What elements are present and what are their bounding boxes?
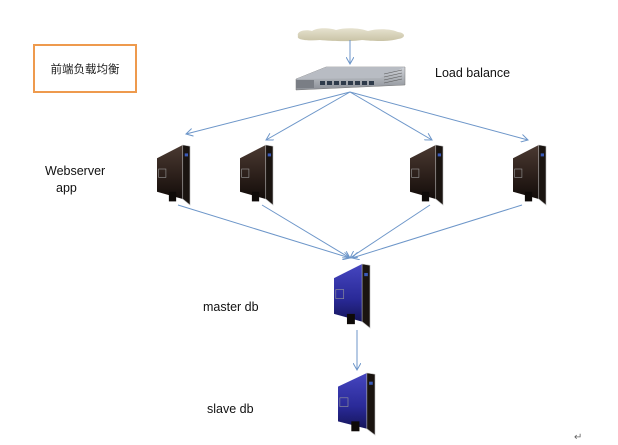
webserver-4-icon xyxy=(513,144,547,206)
edge-switch-web-3 xyxy=(349,91,432,140)
edge-web-2-master xyxy=(261,204,350,258)
frontend-load-balancing-label: 前端负载均衡 xyxy=(50,63,120,76)
edge-web-4-master xyxy=(352,204,523,258)
master-db-icon xyxy=(334,263,371,329)
edge-switch-web-1 xyxy=(186,91,351,134)
webserver-app-label: app xyxy=(56,181,77,195)
master-db-label: master db xyxy=(203,300,259,314)
edge-switch-web-4 xyxy=(349,91,528,140)
webserver-3-icon xyxy=(410,144,444,206)
load-balance-label: Load balance xyxy=(435,66,511,80)
webserver-1-icon xyxy=(157,144,191,206)
paragraph-mark: ↵ xyxy=(574,432,583,443)
edges xyxy=(177,40,528,370)
edge-web-3-master xyxy=(350,204,431,258)
slave-db-label: slave db xyxy=(207,402,254,416)
webserver-2-icon xyxy=(240,144,274,206)
internet-cloud-icon xyxy=(297,28,404,42)
load-balancer-switch-icon xyxy=(295,66,406,91)
frontend-load-balancing-box: 前端负载均衡 xyxy=(33,44,137,93)
edge-switch-web-2 xyxy=(266,91,351,140)
webserver-label: Webserver xyxy=(45,164,106,178)
edge-web-1-master xyxy=(177,204,350,258)
slave-db-icon xyxy=(338,372,376,436)
